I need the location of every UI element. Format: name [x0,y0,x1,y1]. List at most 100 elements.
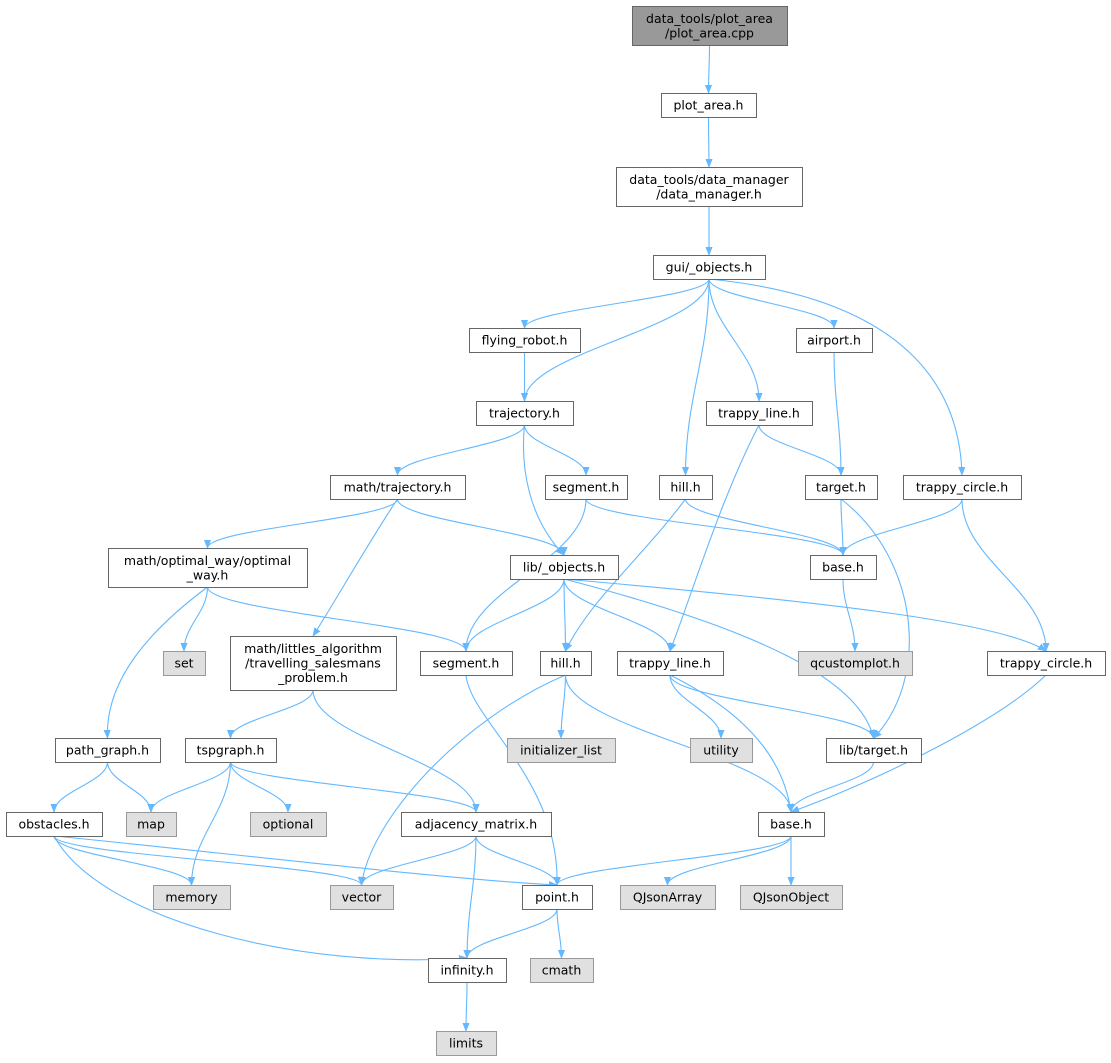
node-box [108,548,308,588]
node-label: data_tools/data_manager [629,172,789,187]
edge-plot_area_h-to-data_manager_h [705,116,713,168]
edge-hill_h_top-to-base_h_top [684,498,847,556]
node-adjacency-matrix-h[interactable]: adjacency_matrix.h [401,812,552,837]
node-obstacles-h[interactable]: obstacles.h [6,812,103,837]
node-label: lib/_objects.h [523,560,605,575]
node-label: _problem.h [277,670,348,685]
node-initializer-list: initializer_list [507,738,616,763]
node-gui-trappy-circle-h[interactable]: trappy_circle.h [903,475,1022,500]
node-label: set [174,656,193,671]
node-gui-trappy-line-h[interactable]: trappy_line.h [706,401,813,426]
node-box [469,328,581,353]
node-airport-h[interactable]: airport.h [796,328,873,353]
edge-base_h_top-to-qcustomplot_h [842,578,859,652]
edge-hill_h-to-initializer_list [557,674,567,739]
node-label: point.h [535,890,579,905]
node-point-h[interactable]: point.h [522,885,593,910]
node-box [616,167,803,207]
node-lib-target-h[interactable]: lib/target.h [826,738,922,763]
edge-adjacency_matrix_h-to-point_h [475,835,561,886]
node-label: tspgraph.h [197,743,265,758]
node-segment-h[interactable]: segment.h [420,651,513,676]
edge-lib_objects_h-to-lib_target_h [563,578,876,739]
node-lib-objects-h[interactable]: lib/_objects.h [510,555,619,580]
node-box [987,651,1106,676]
edge-trappy_line_h-to-lib_target_h [669,674,878,739]
node-optimal-way-h[interactable]: math/optimal_way/optimal_way.h [108,548,308,588]
node-box [330,475,466,500]
edge-trajectory_h-to-lib_objects_h [522,424,565,556]
edge-obstacles_h-to-infinity_h [53,835,468,963]
node-trajectory-h[interactable]: trajectory.h [476,401,574,426]
node-math-trajectory-h[interactable]: math/trajectory.h [330,475,466,500]
node-label: /travelling_salesmans [245,656,381,671]
node-label: limits [449,1036,483,1051]
edge-littles_h-to-tspgraph_h [226,689,314,739]
node-data-manager-h[interactable]: data_tools/data_manager/data_manager.h [616,167,803,207]
edge-target_h-to-base_h_top [839,498,847,556]
node-littles-h[interactable]: math/littles_algorithm/travelling_salesm… [230,636,397,691]
edge-trajectory_h-to-math_trajectory_h [393,424,526,476]
node-box [185,738,277,763]
node-label: plot_area.h [674,98,744,113]
node-label: airport.h [807,333,861,348]
node-box [632,6,788,46]
node-label: /data_manager.h [656,186,762,201]
edges-layer [50,44,1050,1032]
node-label: /plot_area.cpp [665,25,754,40]
edge-math_trajectory_h-to-optimal_way_h [203,498,399,549]
node-map: map [126,812,177,837]
node-label: adjacency_matrix.h [415,817,537,832]
edge-tspgraph_h-to-optional [229,761,292,813]
edge-optimal_way_h-to-set [180,586,209,652]
node-box [740,885,843,910]
node-plot-area-h[interactable]: plot_area.h [661,93,757,118]
edge-segment_h_top-to-base_h_top [585,498,847,556]
edge-trappy_circle_h-to-base_h [790,674,1047,813]
node-box [401,812,552,837]
node-hill-h[interactable]: hill.h [540,651,592,676]
node-label: segment.h [433,656,500,671]
node-label: utility [703,743,739,758]
edge-point_h-to-cmath [556,908,566,959]
node-box [805,475,878,500]
node-box [620,885,716,910]
node-base-h[interactable]: base.h [758,812,825,837]
node-flying-robot-h[interactable]: flying_robot.h [469,328,581,353]
node-tspgraph-h[interactable]: tspgraph.h [185,738,277,763]
node-gui-objects-h[interactable]: gui/_objects.h [653,255,766,280]
node-box [661,93,757,118]
edge-gui_trappy_line_h-to-target_h [758,424,845,476]
node-box [250,812,327,837]
edge-gui_trappy_circle_h-to-base_h_top [839,498,963,556]
node-hill-h-top[interactable]: hill.h [659,475,713,500]
node-path-graph-h[interactable]: path_graph.h [55,738,161,763]
node-trappy-line-h[interactable]: trappy_line.h [617,651,724,676]
node-plot-area-cpp[interactable]: data_tools/plot_area/plot_area.cpp [632,6,788,46]
node-label: trappy_circle.h [1000,656,1092,671]
node-box [510,555,619,580]
node-box [545,475,628,500]
edge-adjacency_matrix_h-to-infinity_h [463,835,477,959]
edge-math_trajectory_h-to-lib_objects_h [396,498,568,556]
node-box [476,401,574,426]
edge-lib_objects_h-to-segment_h [462,578,565,652]
edge-adjacency_matrix_h-to-vector [357,835,477,886]
edge-target_h-to-lib_target_h [840,498,910,739]
edge-gui_objects_h-to-gui_trappy_circle_h [708,278,966,476]
node-label: segment.h [553,480,620,495]
node-box [330,885,394,910]
node-label: hill.h [550,656,580,671]
node-trappy-circle-h[interactable]: trappy_circle.h [987,651,1106,676]
node-base-h-top[interactable]: base.h [810,555,877,580]
node-label: trappy_line.h [629,656,711,671]
node-optional: optional [250,812,327,837]
edge-lib_objects_h-to-hill_h [561,578,570,652]
edge-segment_h-to-point_h [465,674,561,886]
node-label: obstacles.h [18,817,89,832]
edge-gui_objects_h-to-hill_h_top [681,278,710,476]
node-infinity-h[interactable]: infinity.h [428,958,507,983]
node-target-h[interactable]: target.h [805,475,878,500]
node-segment-h-top[interactable]: segment.h [545,475,628,500]
node-box [810,555,877,580]
